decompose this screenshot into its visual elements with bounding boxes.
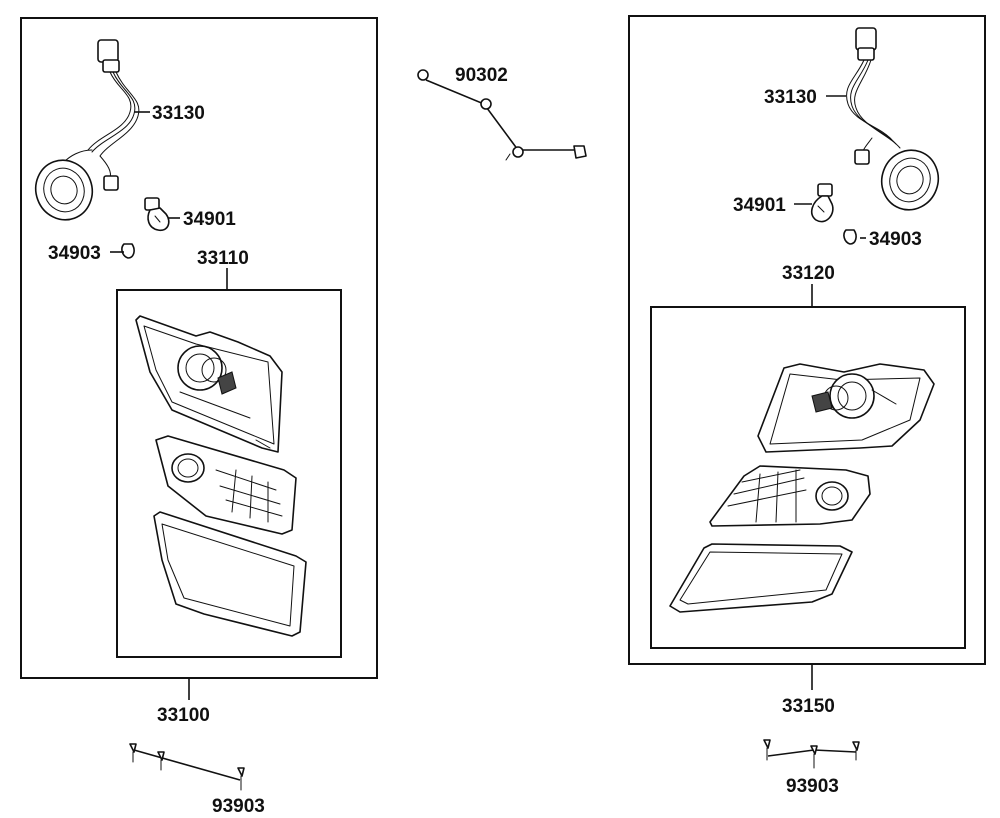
lens-unit-box-right <box>650 306 966 649</box>
screw-set-left <box>129 743 245 791</box>
label-bulb-large-left: 34901 <box>183 209 236 230</box>
small-bulb-icon <box>121 243 135 259</box>
screw-set-right <box>763 739 860 769</box>
screw-icon <box>852 741 860 761</box>
small-bulb-icon <box>843 229 857 245</box>
screw-icon <box>129 743 137 763</box>
label-wiring-harness-left: 33130 <box>152 103 205 124</box>
left-headlamp-assembly: 33130 34901 34903 33110 33100 93903 <box>20 17 378 817</box>
bulb-icon <box>810 183 834 223</box>
label-wiring-harness-right: 33130 <box>764 87 817 108</box>
label-bulb-small-left: 34903 <box>48 243 101 264</box>
screw-icon <box>763 739 771 761</box>
wiring-harness-icon <box>846 27 940 211</box>
label-headlamp-assembly-left: 33100 <box>157 705 210 726</box>
label-bulb-small-right: 34903 <box>869 229 922 250</box>
bulb-icon <box>144 197 170 232</box>
label-headlamp-assembly-right: 33150 <box>782 696 835 717</box>
wiring-harness-icon <box>34 39 140 221</box>
lens-unit-box-left <box>116 289 342 658</box>
screw-icon <box>237 767 245 791</box>
label-bulb-large-right: 34901 <box>733 195 786 216</box>
label-adjuster: 90302 <box>455 65 508 86</box>
headlamp-housing-icon <box>757 363 935 453</box>
screw-icon <box>157 751 165 771</box>
label-lens-unit-left: 33110 <box>197 248 249 269</box>
label-screws-right: 93903 <box>786 776 839 797</box>
assembly-box-right <box>628 15 986 665</box>
screw-icon <box>810 745 818 769</box>
assembly-box-left <box>20 17 378 679</box>
reflector-icon <box>155 435 297 535</box>
reflector-icon <box>709 465 871 527</box>
label-lens-unit-right: 33120 <box>782 263 835 284</box>
adjuster-rod-icon <box>417 69 587 161</box>
headlamp-housing-icon <box>135 315 283 453</box>
lens-icon <box>153 511 307 637</box>
lens-icon <box>669 543 853 613</box>
label-screws-left: 93903 <box>212 796 265 817</box>
right-headlamp-assembly: 33130 34901 34903 33120 33150 93903 <box>628 15 986 797</box>
